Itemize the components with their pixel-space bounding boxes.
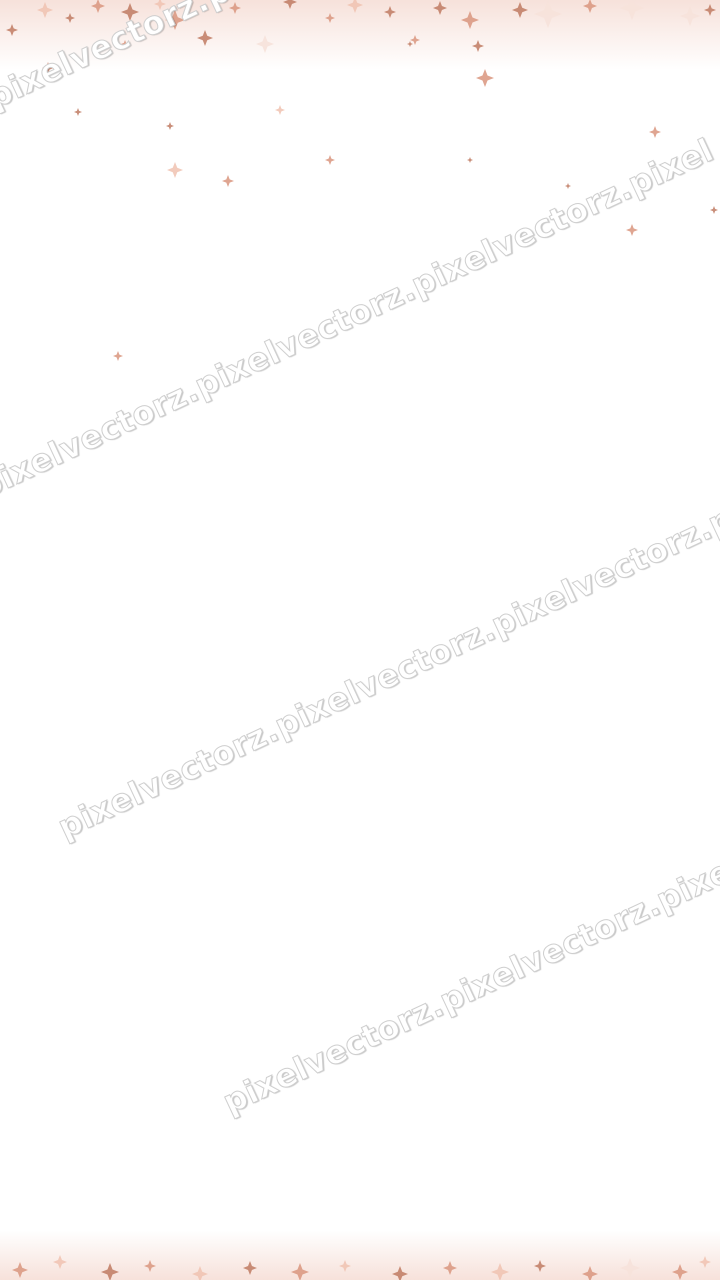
sparkle-star-icon xyxy=(626,224,638,236)
sparkle-star-icon xyxy=(534,0,562,28)
sparkle-star-icon xyxy=(710,206,718,214)
sparkle-star-icon xyxy=(325,155,335,165)
sparkle-star-icon xyxy=(565,183,571,189)
sparkle-star-icon xyxy=(144,1260,156,1272)
sparkle-star-icon xyxy=(167,162,183,178)
sparkle-star-icon xyxy=(53,1255,67,1269)
sparkle-star-icon xyxy=(672,1264,688,1280)
sparkle-star-icon xyxy=(283,0,297,9)
sparkle-star-icon xyxy=(467,157,473,163)
sparkle-star-icon xyxy=(6,24,18,36)
sparkle-star-icon xyxy=(699,1256,711,1268)
sparkle-star-icon xyxy=(222,175,234,187)
sparkle-star-icon xyxy=(583,0,597,13)
sparkle-star-icon xyxy=(433,1,447,15)
sparkle-star-icon xyxy=(91,0,105,13)
sparkle-star-icon xyxy=(121,3,139,21)
sparkle-star-icon xyxy=(512,2,528,18)
sparkle-star-icon xyxy=(229,2,241,14)
sparkle-star-icon xyxy=(534,1260,546,1272)
sparkle-star-icon xyxy=(582,1266,598,1280)
sparkle-star-icon xyxy=(491,1263,509,1280)
sparkle-star-icon xyxy=(12,1262,28,1278)
sparkle-star-icon xyxy=(37,2,53,18)
sparkle-star-icon xyxy=(197,30,213,46)
sparkle-star-icon xyxy=(620,1258,640,1278)
sparkle-star-icon xyxy=(42,62,54,74)
sparkle-star-icon xyxy=(74,108,82,116)
sparkle-star-icon xyxy=(121,40,129,48)
sparkle-star-icon xyxy=(407,41,413,47)
sparkle-star-icon xyxy=(472,40,484,52)
sparkle-star-icon xyxy=(165,10,185,30)
sparkle-star-icon xyxy=(113,351,123,361)
sparkle-star-icon xyxy=(649,126,661,138)
sparkle-star-icon xyxy=(443,1261,457,1275)
sparkle-star-icon xyxy=(154,0,166,10)
sparkle-star-icon xyxy=(256,35,274,53)
sparkle-star-icon xyxy=(192,1266,208,1280)
sparkle-star-icon xyxy=(620,0,644,20)
sparkle-star-icon xyxy=(461,11,479,29)
sparkle-star-icon xyxy=(65,13,75,23)
sparkle-star-icon xyxy=(243,1261,257,1275)
sparkle-star-icon xyxy=(275,105,285,115)
sparkle-star-icon xyxy=(101,1263,119,1280)
sparkle-star-icon xyxy=(704,4,716,16)
sparkle-star-icon xyxy=(325,13,335,23)
sparkle-star-icon xyxy=(476,69,494,87)
sparkle-star-icon xyxy=(347,0,363,13)
sparkle-star-icon xyxy=(339,1260,351,1272)
sparkle-star-icon xyxy=(291,1263,309,1280)
sparkle-star-icon xyxy=(166,122,174,130)
sparkle-star-icon xyxy=(680,6,700,26)
sparkle-star-icon xyxy=(410,35,420,45)
sparkle-star-icon xyxy=(384,6,396,18)
sparkle-star-icon xyxy=(392,1266,408,1280)
